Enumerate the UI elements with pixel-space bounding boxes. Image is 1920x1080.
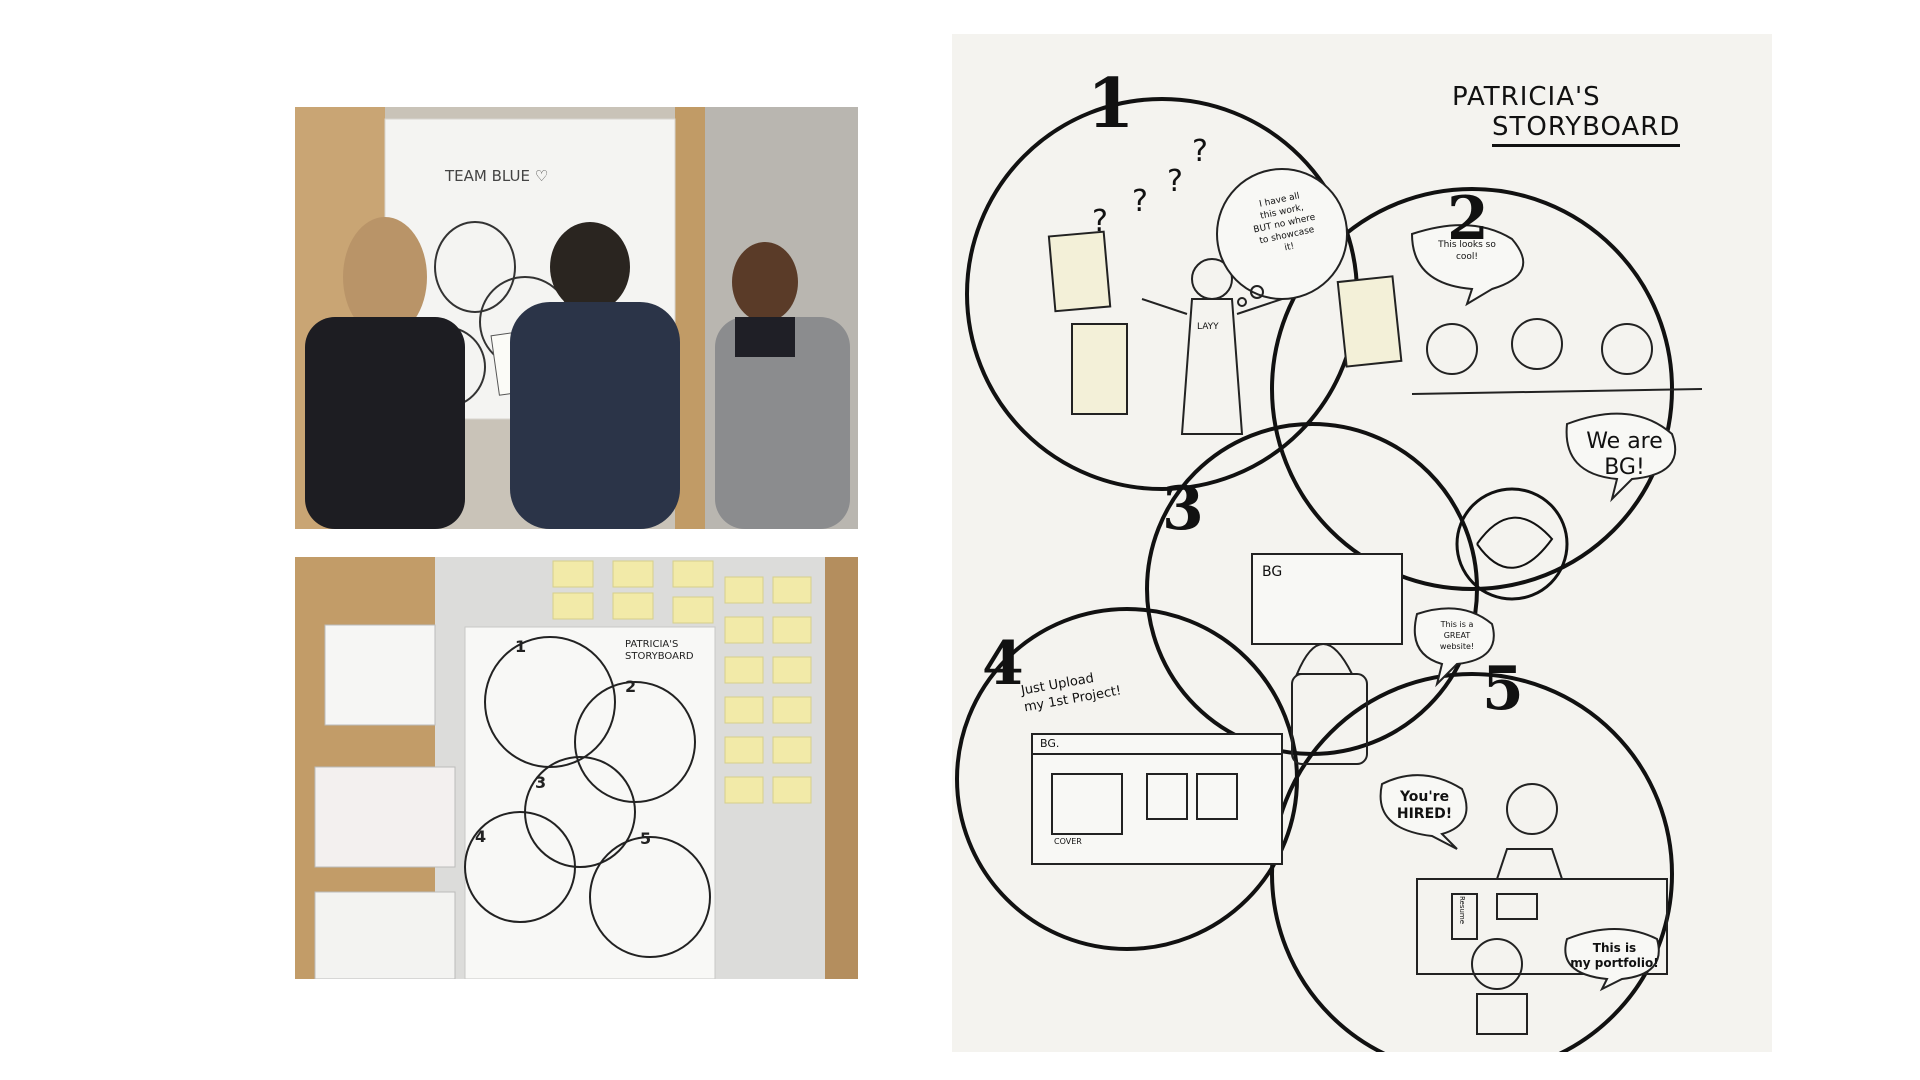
speech-line: website! xyxy=(1439,642,1475,651)
mini-poster-title-line2: STORYBOARD xyxy=(625,651,694,662)
team-photo: TEAM BLUE ♡ xyxy=(295,107,858,529)
speech-line: You're xyxy=(1399,789,1450,805)
mini-panel-number-1: 1 xyxy=(515,637,527,656)
panel-3-screen-label: BG xyxy=(1262,564,1283,580)
wall-photo-drawing xyxy=(295,557,858,979)
panel-4-screen-label: BG. xyxy=(1040,737,1060,750)
panel-3-speech: This is a GREAT website! xyxy=(1422,619,1492,652)
question-mark: ? xyxy=(1132,184,1148,219)
team-photo-drawing xyxy=(295,107,858,529)
mini-panel-number-2: 2 xyxy=(625,677,637,696)
wall-photo: PATRICIA'S STORYBOARD 1 2 3 4 5 xyxy=(295,557,858,979)
mini-poster-title: PATRICIA'S STORYBOARD xyxy=(625,639,694,663)
panel-number-5: 5 xyxy=(1482,654,1524,724)
mini-panel-number-4: 4 xyxy=(475,827,487,846)
storyboard-title-line2: STORYBOARD xyxy=(1492,112,1681,147)
panel-1-shirt-label: LAYY xyxy=(1197,322,1219,332)
panel-number-3: 3 xyxy=(1162,474,1204,544)
question-mark: ? xyxy=(1167,164,1183,199)
whiteboard-title: TEAM BLUE ♡ xyxy=(445,167,549,185)
question-mark: ? xyxy=(1192,134,1208,169)
panel-number-1: 1 xyxy=(1087,64,1135,144)
speech-line: BG! xyxy=(1604,455,1645,480)
question-mark: ? xyxy=(1092,204,1108,239)
panel-5-circle xyxy=(1270,672,1674,1052)
speech-line: This is xyxy=(1592,941,1637,955)
storyboard-title: PATRICIA'S STORYBOARD xyxy=(1452,82,1681,147)
mini-panel-number-5: 5 xyxy=(640,829,652,848)
speech-line: my portfolio! xyxy=(1570,956,1659,970)
panel-number-2: 2 xyxy=(1447,184,1489,254)
storyboard-title-line1: PATRICIA'S xyxy=(1452,82,1601,112)
panel-number-4: 4 xyxy=(982,629,1024,699)
speech-line: This is a xyxy=(1440,620,1474,629)
panel-5-speech-left: You're HIRED! xyxy=(1387,789,1462,823)
storyboard-drawing xyxy=(952,34,1772,1052)
speech-line: This looks so xyxy=(1438,240,1496,250)
speech-line: cool! xyxy=(1455,252,1479,262)
panel-2-speech-top: This looks so cool! xyxy=(1422,239,1512,263)
panel-5-resume-label: Resume xyxy=(1458,895,1467,925)
panel-5-speech-right: This is my portfolio! xyxy=(1567,941,1662,971)
speech-line: HIRED! xyxy=(1396,806,1453,822)
speech-line: We are xyxy=(1586,429,1663,454)
panel-2-speech-bottom: We are BG! xyxy=(1577,429,1672,481)
storyboard-poster: PATRICIA'S STORYBOARD 1 2 3 4 5 ? ? ? ? … xyxy=(952,34,1772,1052)
panel-4-cover-label: COVER xyxy=(1054,837,1082,846)
mini-poster-title-line1: PATRICIA'S xyxy=(625,639,679,650)
speech-line: GREAT xyxy=(1443,631,1471,640)
mini-panel-number-3: 3 xyxy=(535,773,547,792)
